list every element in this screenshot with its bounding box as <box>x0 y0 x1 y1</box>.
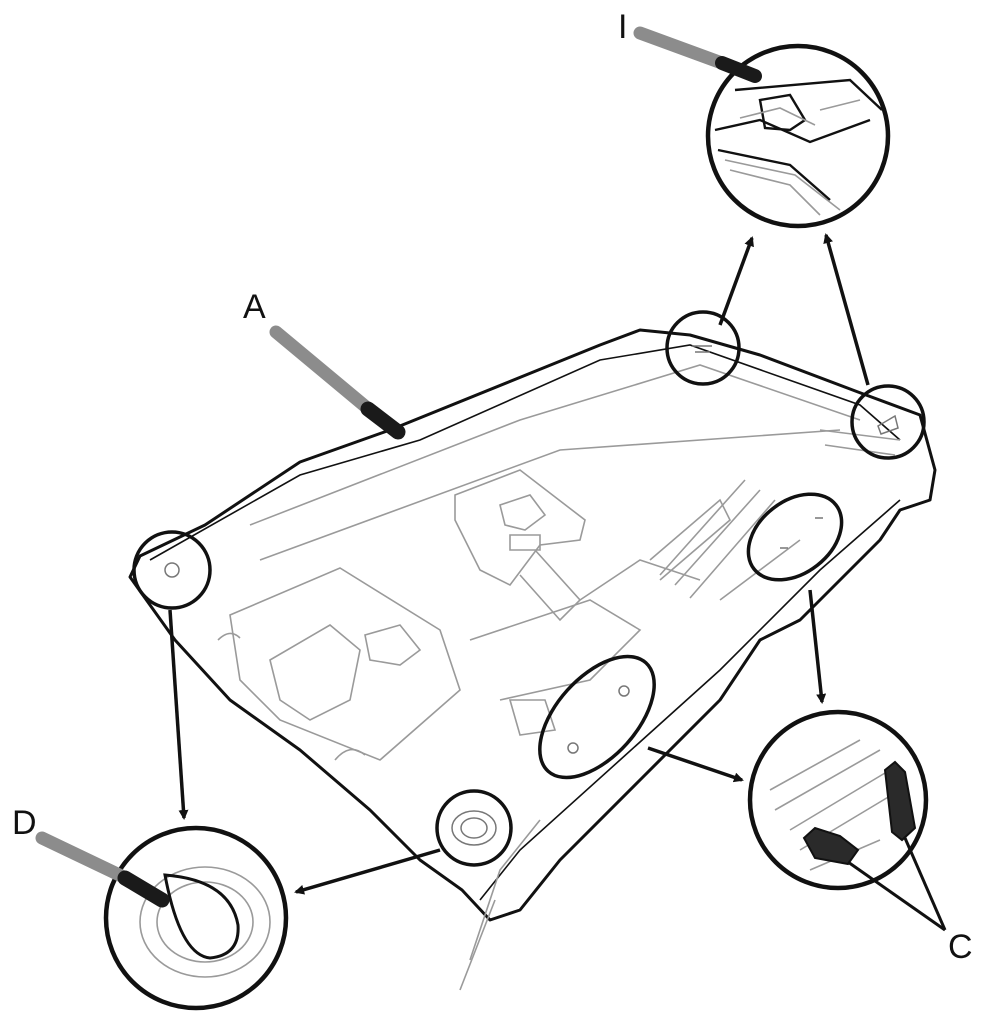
panel-inner-edge <box>149 344 901 901</box>
leader-pointer-A <box>269 325 406 440</box>
detail-I-circle <box>705 43 891 229</box>
highlight-circles <box>132 310 926 867</box>
detail-C-circle <box>747 709 929 891</box>
leader-pointer-D <box>35 831 170 908</box>
trim-panel <box>128 328 937 922</box>
fastener-marks <box>164 345 899 846</box>
callout-label-C: C <box>948 928 973 966</box>
callout-label-A: A <box>243 288 266 326</box>
callout-label-I: I <box>618 8 628 46</box>
connector-arrows <box>168 233 870 895</box>
detail-D-circle <box>103 825 289 1011</box>
callout-label-D: D <box>12 804 37 842</box>
clip-pointers-C <box>802 760 947 932</box>
leader-pointer-I <box>633 26 762 83</box>
panel-detail-lines <box>217 364 901 991</box>
